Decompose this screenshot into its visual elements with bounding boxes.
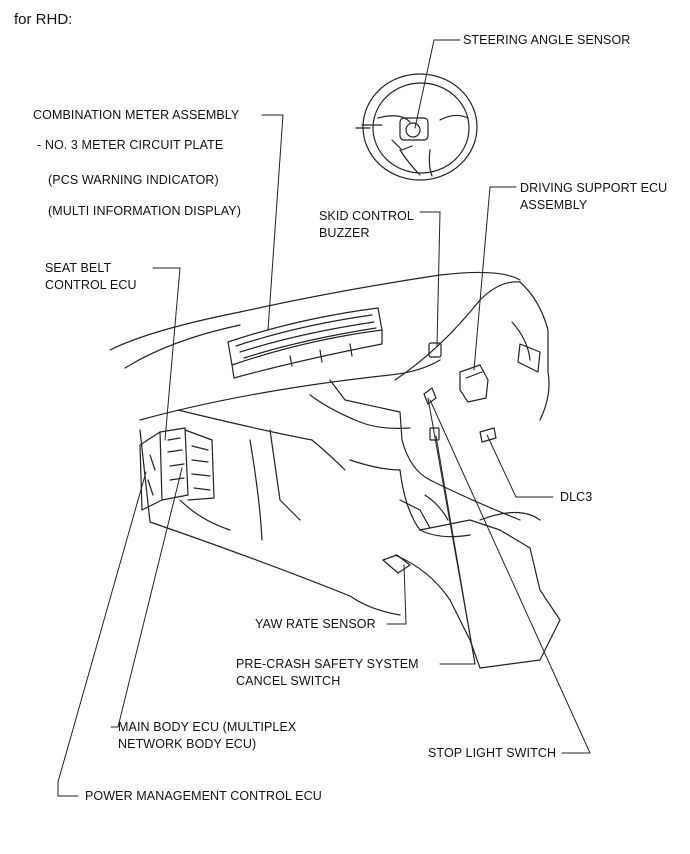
combination-meter-drawing: [227, 307, 383, 379]
label-driving-support-ecu: DRIVING SUPPORT ECU: [520, 181, 668, 195]
label-pre-crash-cancel-switch-2: CANCEL SWITCH: [236, 674, 341, 688]
diagram-header: for RHD:: [14, 11, 73, 28]
label-driving-support-ecu-2: ASSEMBLY: [520, 198, 588, 212]
ecu-stack-drawing: [139, 427, 215, 511]
label-stop-light-switch: STOP LIGHT SWITCH: [428, 746, 557, 760]
steering-wheel-drawing: [355, 73, 478, 181]
dashboard-outline: [109, 271, 561, 669]
label-meter-circuit-plate: - NO. 3 METER CIRCUIT PLATE: [37, 138, 224, 152]
label-power-management-ecu: POWER MANAGEMENT CONTROL ECU: [85, 789, 322, 803]
component-parts: [382, 342, 497, 574]
label-combination-meter: COMBINATION METER ASSEMBLY: [33, 108, 240, 122]
label-steering-angle-sensor: STEERING ANGLE SENSOR: [463, 33, 631, 47]
label-dlc3: DLC3: [560, 490, 593, 504]
leader-lines: [57, 39, 591, 797]
label-seat-belt-control-ecu: SEAT BELT: [45, 261, 112, 275]
label-skid-control-buzzer-2: BUZZER: [319, 226, 370, 240]
label-skid-control-buzzer: SKID CONTROL: [319, 209, 414, 223]
label-main-body-ecu-2: NETWORK BODY ECU): [118, 737, 257, 751]
label-pcs-warning-indicator: (PCS WARNING INDICATOR): [48, 173, 219, 187]
label-main-body-ecu: MAIN BODY ECU (MULTIPLEX: [118, 720, 297, 734]
label-yaw-rate-sensor: YAW RATE SENSOR: [255, 617, 376, 631]
label-multi-information-display: (MULTI INFORMATION DISPLAY): [48, 204, 241, 218]
label-seat-belt-control-ecu-2: CONTROL ECU: [45, 278, 137, 292]
label-pre-crash-cancel-switch: PRE-CRASH SAFETY SYSTEM: [236, 657, 419, 671]
